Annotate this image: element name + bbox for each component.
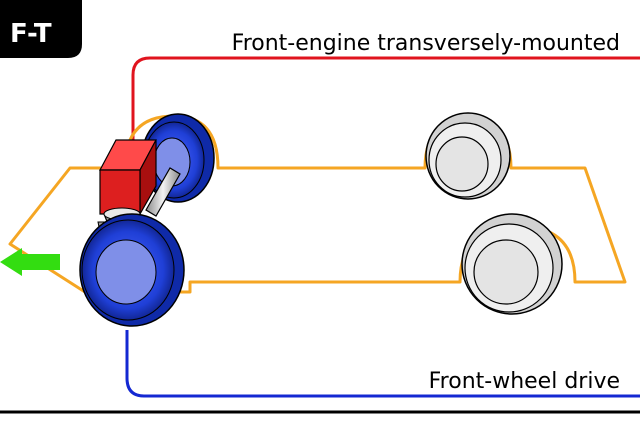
arrow-left-icon xyxy=(0,248,60,276)
engine-block xyxy=(99,139,157,217)
rear-wheel-left xyxy=(461,213,563,315)
drive-label: Front-wheel drive xyxy=(429,369,620,394)
rear-wheel-right xyxy=(425,112,511,200)
engine-layout-label: Front-engine transversely-mounted xyxy=(232,31,620,56)
badge-label: F-T xyxy=(10,19,52,49)
drive-leader-line xyxy=(125,330,640,398)
front-wheel-left xyxy=(79,213,185,327)
front-wheel-right xyxy=(141,113,215,203)
right-driveshaft xyxy=(145,167,181,217)
layout-code-badge: F-T xyxy=(0,0,82,58)
engine-layout-leader-line xyxy=(131,56,640,145)
